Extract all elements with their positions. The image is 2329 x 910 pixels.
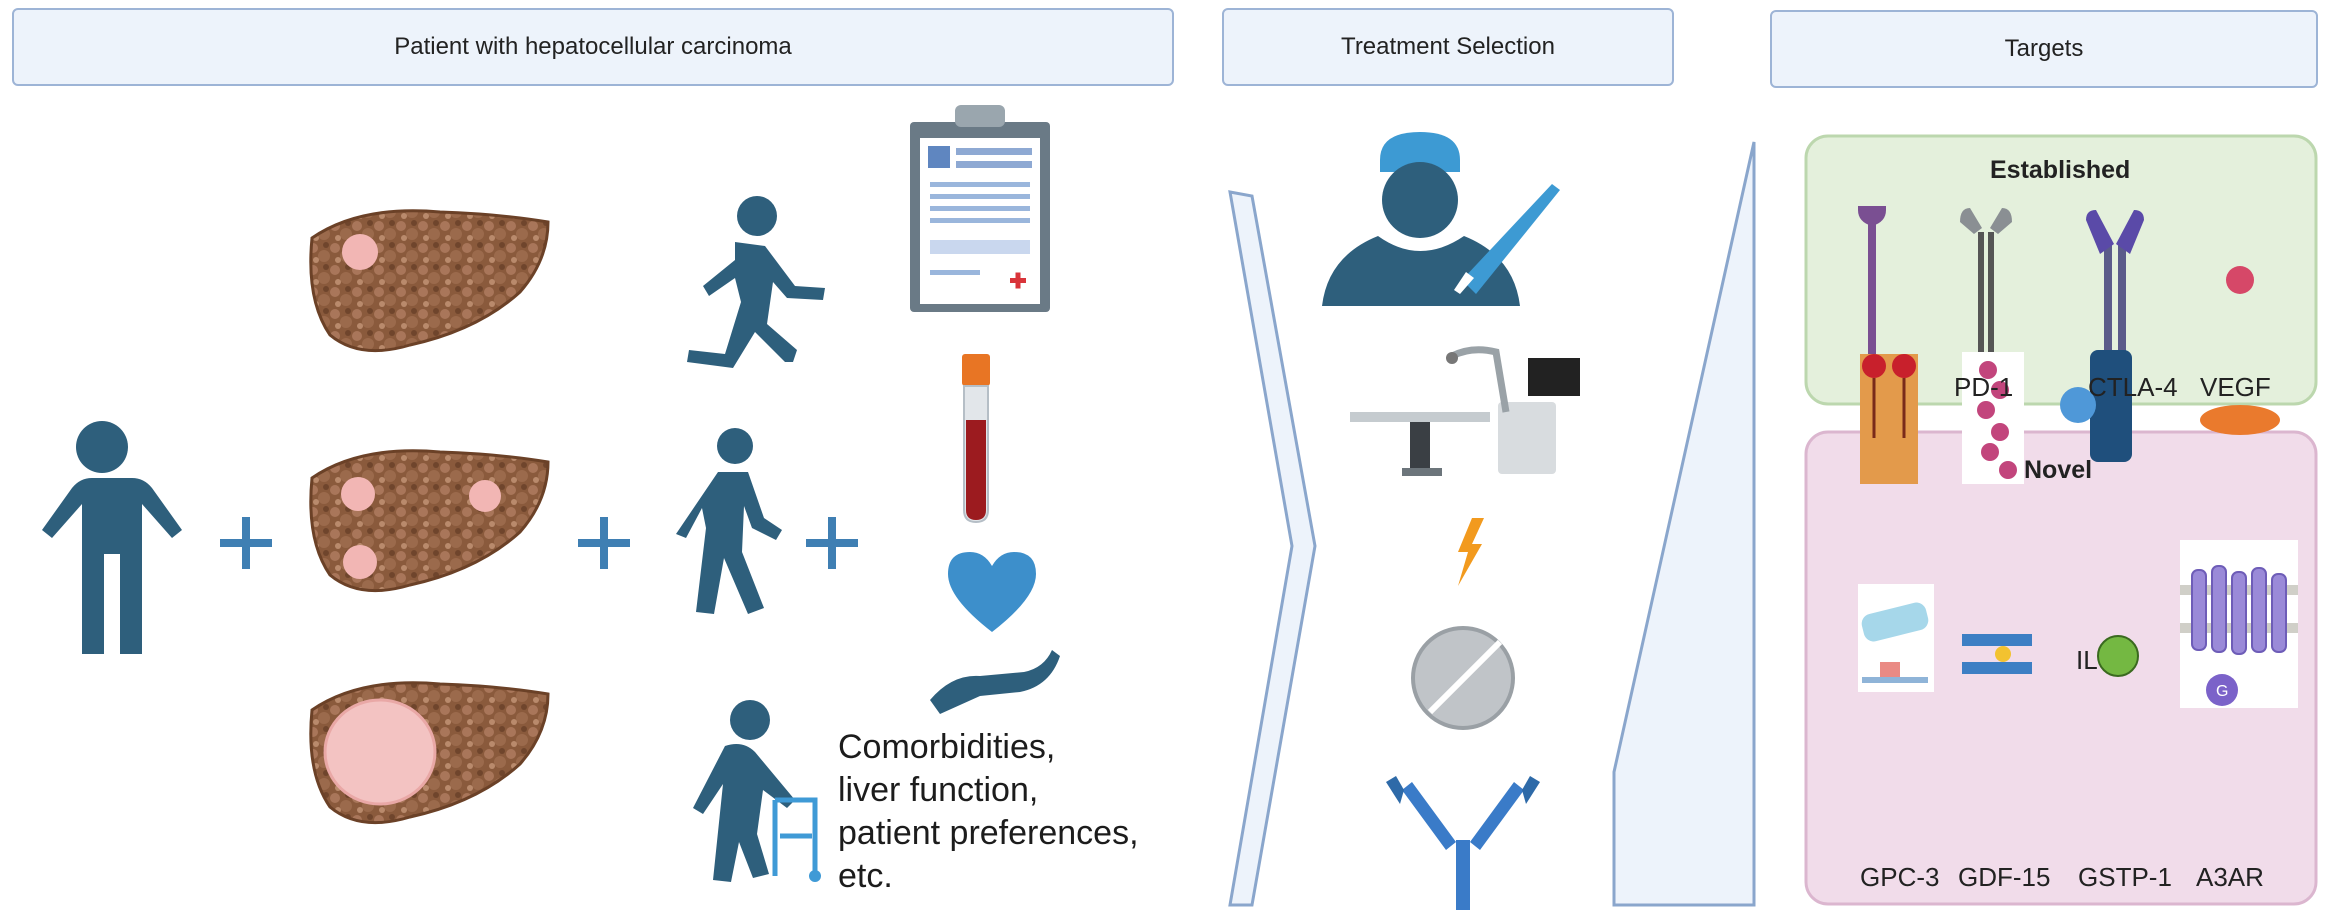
blood-tube-icon <box>962 354 990 524</box>
clipboard-icon <box>910 105 1050 312</box>
gpc3-label: GPC-3 <box>1860 862 1940 892</box>
factor-line: Comorbidities, <box>838 728 1056 766</box>
pdl1-ligand-icon <box>1860 354 1918 484</box>
gdf15-icon <box>1962 634 2032 674</box>
chevron-arrow <box>1228 190 1317 907</box>
vegf-label: VEGF <box>2200 372 2271 402</box>
header-treatment-selection: Treatment Selection <box>1222 8 1674 86</box>
lightning-icon <box>1458 518 1484 586</box>
pd1-receptor-icon <box>1858 206 1886 392</box>
header-targets: Targets <box>1770 10 2318 88</box>
ctla4-receptor-icon <box>2086 210 2144 400</box>
pd1-label: PD-1 <box>1954 372 2014 402</box>
liver-icon <box>309 449 550 593</box>
ctla4-label: CTLA-4 <box>2088 372 2178 402</box>
lag3-ligand-icon <box>1962 352 2024 484</box>
pill-icon <box>1411 626 1515 730</box>
walking-person-icon <box>676 428 782 614</box>
factor-line: etc. <box>838 857 893 895</box>
surgical-robot-icon <box>1350 346 1580 476</box>
established-title: Established <box>1990 156 2131 184</box>
vegf-molecule-icon <box>2226 266 2254 294</box>
lag3-receptor-icon <box>1960 208 2012 392</box>
a3ar-receptor-icon: G <box>2180 540 2298 708</box>
gstp1-icon <box>2097 635 2139 677</box>
antibody-icon <box>1386 776 1540 910</box>
factor-line: patient preferences, <box>838 814 1139 852</box>
surgeon-icon <box>1322 132 1560 306</box>
il-inline-label: IL <box>2076 645 2098 675</box>
liver-icon <box>309 209 550 353</box>
standing-person-icon <box>42 421 182 654</box>
plus-icon <box>220 517 858 569</box>
gdf15-label: GDF-15 <box>1958 862 2051 892</box>
elderly-walker-icon <box>693 700 821 882</box>
liver-icon <box>309 681 550 825</box>
factor-line: liver function, <box>838 771 1039 809</box>
heart-hand-icon <box>930 552 1060 714</box>
novel-title: Novel <box>2024 456 2093 484</box>
a3ar-label: A3AR <box>2196 862 2264 892</box>
factors-note: Comorbidities, liver function, patient p… <box>838 726 1198 898</box>
gstp1-label: GSTP-1 <box>2078 862 2172 892</box>
svg-text:G: G <box>2216 683 2228 700</box>
running-person-icon <box>687 196 825 368</box>
funnel-shape <box>1612 141 1756 907</box>
header-patient: Patient with hepatocellular carcinoma <box>12 8 1174 86</box>
ctla4-ligand-icon <box>2060 350 2132 462</box>
gpc3-icon <box>1858 584 1934 692</box>
vegf-receptor-icon <box>2200 405 2280 435</box>
